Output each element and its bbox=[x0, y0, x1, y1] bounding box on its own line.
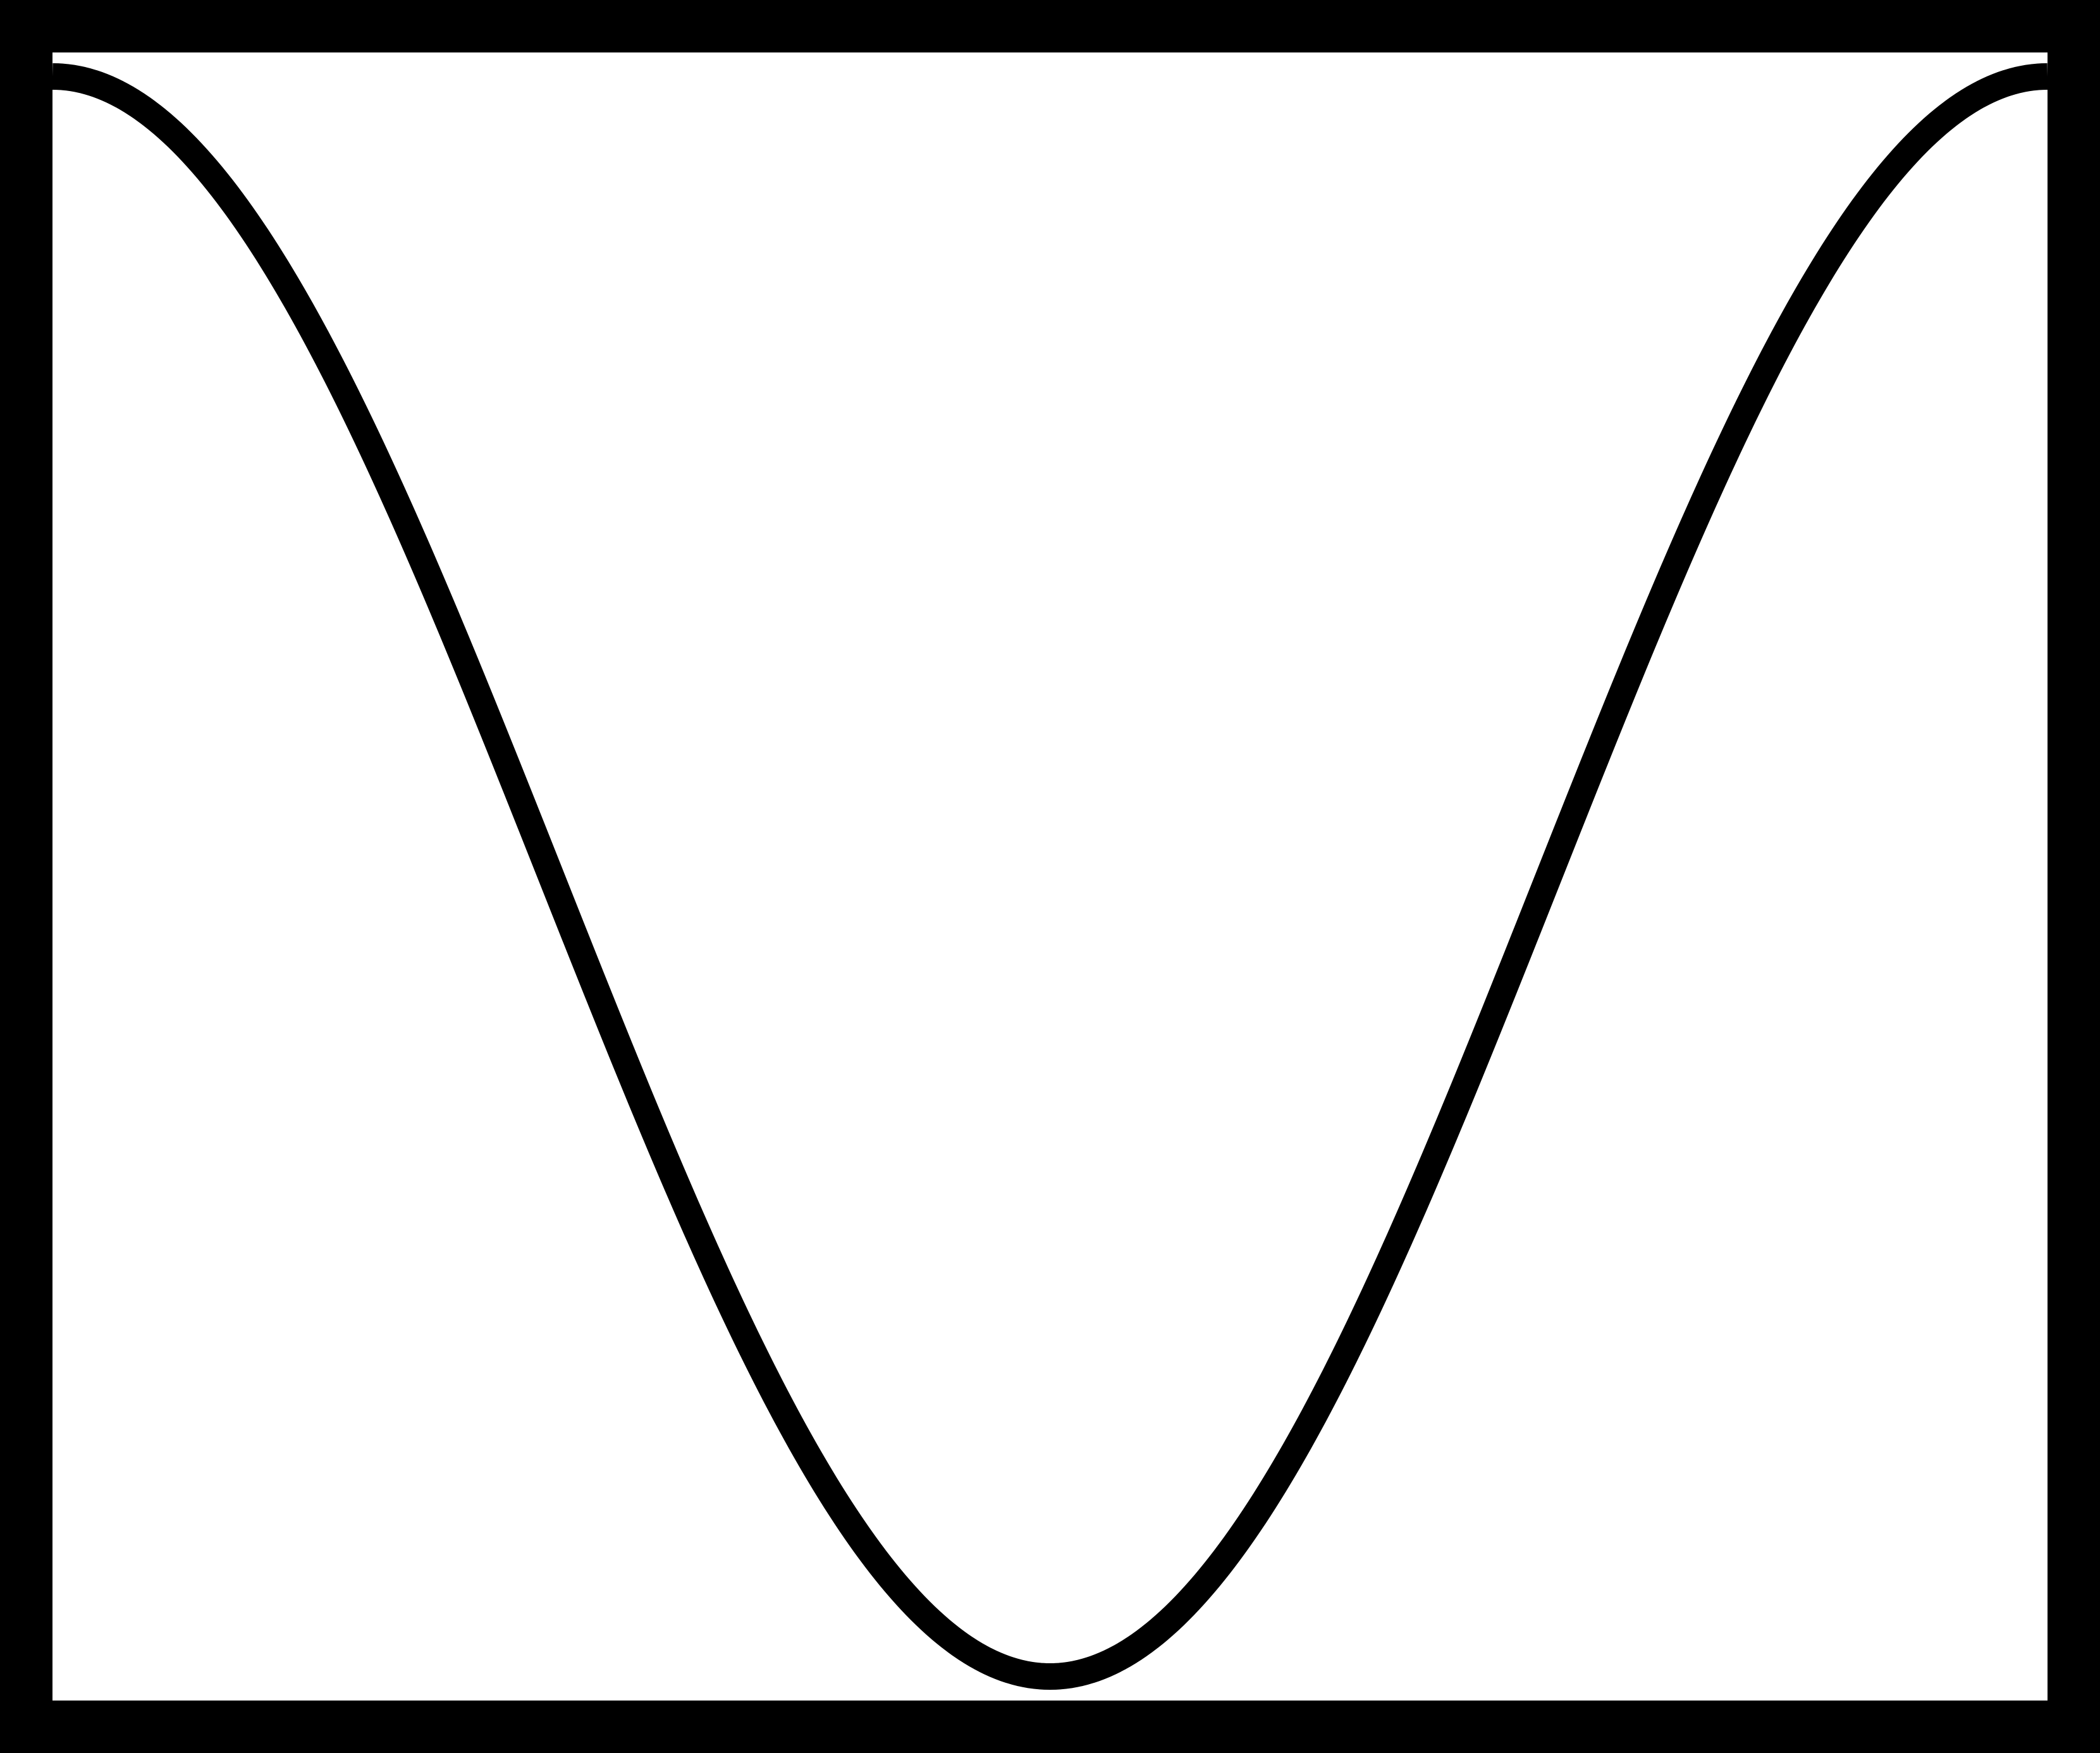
plot-area bbox=[44, 63, 2056, 1690]
series-line-0 bbox=[44, 63, 2056, 1690]
